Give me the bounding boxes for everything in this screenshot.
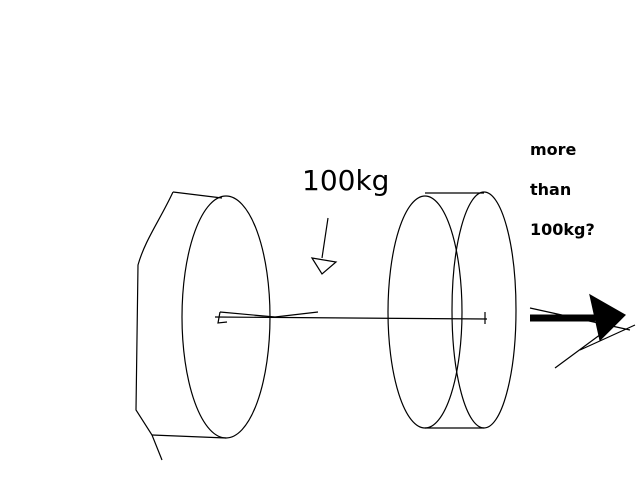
down-arrow (310, 217, 338, 275)
weight-label: 100kg (302, 164, 390, 197)
right-weight-plate (387, 191, 517, 429)
question-line-1: more (530, 140, 577, 159)
right-arrow (529, 293, 636, 369)
left-weight-plate (135, 191, 271, 461)
question-line-3: 100kg? (530, 220, 595, 239)
question-line-2: than (530, 180, 572, 199)
bar (214, 311, 488, 324)
